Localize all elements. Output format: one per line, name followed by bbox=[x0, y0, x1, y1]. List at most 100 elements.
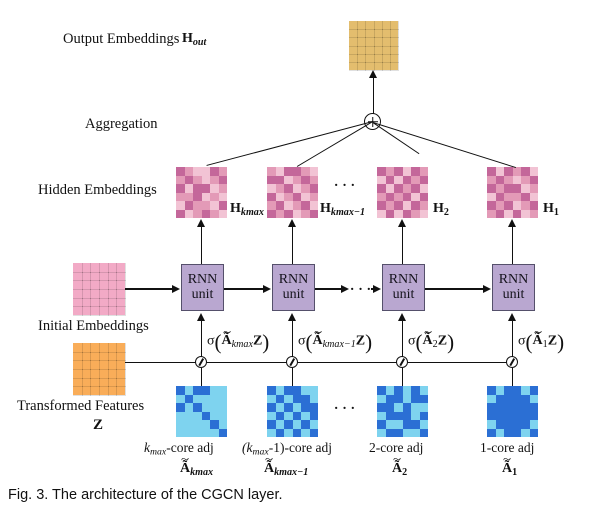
grid-cell bbox=[495, 403, 504, 412]
grid-cell bbox=[512, 167, 521, 176]
grid-cell bbox=[402, 420, 411, 429]
grid-cell bbox=[419, 184, 428, 193]
grid-cell bbox=[201, 201, 210, 210]
grid-cell bbox=[176, 201, 185, 210]
grid-cell bbox=[487, 411, 496, 420]
grid-cell bbox=[267, 184, 276, 193]
grid-cell bbox=[284, 201, 293, 210]
grid-cell bbox=[107, 369, 118, 379]
grid-cell bbox=[394, 428, 403, 437]
formula-sigma-kmax: σ(ÃkmaxZ) bbox=[207, 330, 269, 355]
grid-cell bbox=[90, 271, 100, 282]
grid-cell bbox=[267, 428, 276, 437]
grid-cell bbox=[373, 21, 383, 31]
grid-cell bbox=[201, 428, 210, 437]
grid-cell bbox=[411, 175, 420, 184]
grid-cell bbox=[275, 167, 284, 176]
grid-cell bbox=[292, 192, 301, 201]
grid-cell bbox=[292, 167, 301, 176]
grid-cell bbox=[267, 394, 276, 403]
grid-cell bbox=[81, 306, 92, 316]
grid-cell bbox=[210, 420, 219, 429]
grid-cell bbox=[495, 411, 504, 420]
grid-cell bbox=[309, 403, 318, 412]
grid-cell bbox=[292, 403, 301, 412]
grid-cell bbox=[495, 386, 504, 395]
grid-cell bbox=[381, 45, 391, 55]
grid-cell bbox=[275, 201, 284, 210]
caption-adj-kmax: kmax-core adj bbox=[144, 440, 214, 458]
grid-cell bbox=[73, 271, 83, 282]
rnn-unit-kmax-1[interactable]: RNN unit bbox=[272, 264, 315, 311]
arrowhead-rnn-to-hidden-3 bbox=[397, 219, 406, 227]
grid-cell bbox=[107, 386, 118, 396]
grid-cell bbox=[357, 53, 367, 63]
grid-cell bbox=[201, 411, 210, 420]
grid-cell bbox=[99, 306, 109, 316]
grid-cell bbox=[529, 428, 538, 437]
grid-cell bbox=[201, 394, 210, 403]
grid-cell bbox=[210, 167, 219, 176]
grid-cell bbox=[512, 192, 521, 201]
rnn-unit-kmax[interactable]: RNN unit bbox=[181, 264, 224, 311]
grid-cell bbox=[267, 175, 276, 184]
grid-cell bbox=[529, 209, 538, 218]
grid-cell bbox=[419, 192, 428, 201]
line-rnn-to-hidden-2 bbox=[291, 226, 294, 264]
grid-cell bbox=[81, 351, 92, 362]
grid-cell bbox=[411, 192, 420, 201]
grid-cell bbox=[385, 428, 394, 437]
grid-cell bbox=[116, 386, 126, 396]
rnn-unit-label-line2: unit bbox=[282, 286, 305, 302]
grid-cell bbox=[301, 209, 310, 218]
grid-cell bbox=[284, 209, 293, 218]
grid-cell bbox=[365, 21, 375, 31]
rnn-unit-label-line2: unit bbox=[392, 286, 415, 302]
grid-cell bbox=[267, 420, 276, 429]
symbol-h-out: Hout bbox=[182, 31, 207, 48]
grid-cell bbox=[267, 411, 276, 420]
grid-cell bbox=[504, 428, 513, 437]
rnn-unit-2[interactable]: RNN unit bbox=[382, 264, 425, 311]
grid-cell bbox=[521, 403, 530, 412]
junction-node-2 bbox=[396, 356, 408, 368]
grid-cell bbox=[402, 192, 411, 201]
grid-cell bbox=[402, 428, 411, 437]
rnn-unit-1[interactable]: RNN unit bbox=[492, 264, 535, 311]
grid-cell bbox=[210, 428, 219, 437]
grid-cell bbox=[301, 201, 310, 210]
grid-cell bbox=[176, 184, 185, 193]
grid-cell bbox=[487, 209, 496, 218]
grid-cell bbox=[116, 263, 126, 273]
hidden-embeddings-grid-2 bbox=[377, 167, 428, 218]
grid-cell bbox=[201, 192, 210, 201]
arrowhead-agg-to-output bbox=[368, 70, 377, 78]
symbol-h-2: H2 bbox=[433, 201, 449, 218]
grid-cell bbox=[373, 37, 383, 47]
grid-cell bbox=[504, 420, 513, 429]
adjacency-grid-kmax-1 bbox=[267, 386, 318, 437]
arrowhead-junction-to-rnn-3 bbox=[397, 313, 406, 321]
grid-cell bbox=[377, 411, 386, 420]
grid-cell bbox=[81, 297, 92, 308]
grid-cell bbox=[309, 192, 318, 201]
grid-cell bbox=[521, 175, 530, 184]
grid-cell bbox=[389, 21, 399, 31]
arrowhead-rnn-to-hidden-2 bbox=[287, 219, 296, 227]
grid-cell bbox=[377, 175, 386, 184]
grid-cell bbox=[184, 411, 193, 420]
grid-cell bbox=[349, 29, 359, 39]
symbol-a-2: Ã2 bbox=[392, 461, 407, 478]
grid-cell bbox=[107, 289, 118, 299]
grid-cell bbox=[99, 297, 109, 308]
grid-cell bbox=[73, 289, 83, 299]
grid-cell bbox=[385, 201, 394, 210]
rnn-unit-label-line2: unit bbox=[191, 286, 214, 302]
grid-cell bbox=[218, 192, 227, 201]
grid-cell bbox=[301, 420, 310, 429]
grid-cell bbox=[218, 394, 227, 403]
grid-cell bbox=[90, 377, 100, 388]
grid-cell bbox=[495, 175, 504, 184]
grid-cell bbox=[210, 403, 219, 412]
grid-cell bbox=[309, 428, 318, 437]
